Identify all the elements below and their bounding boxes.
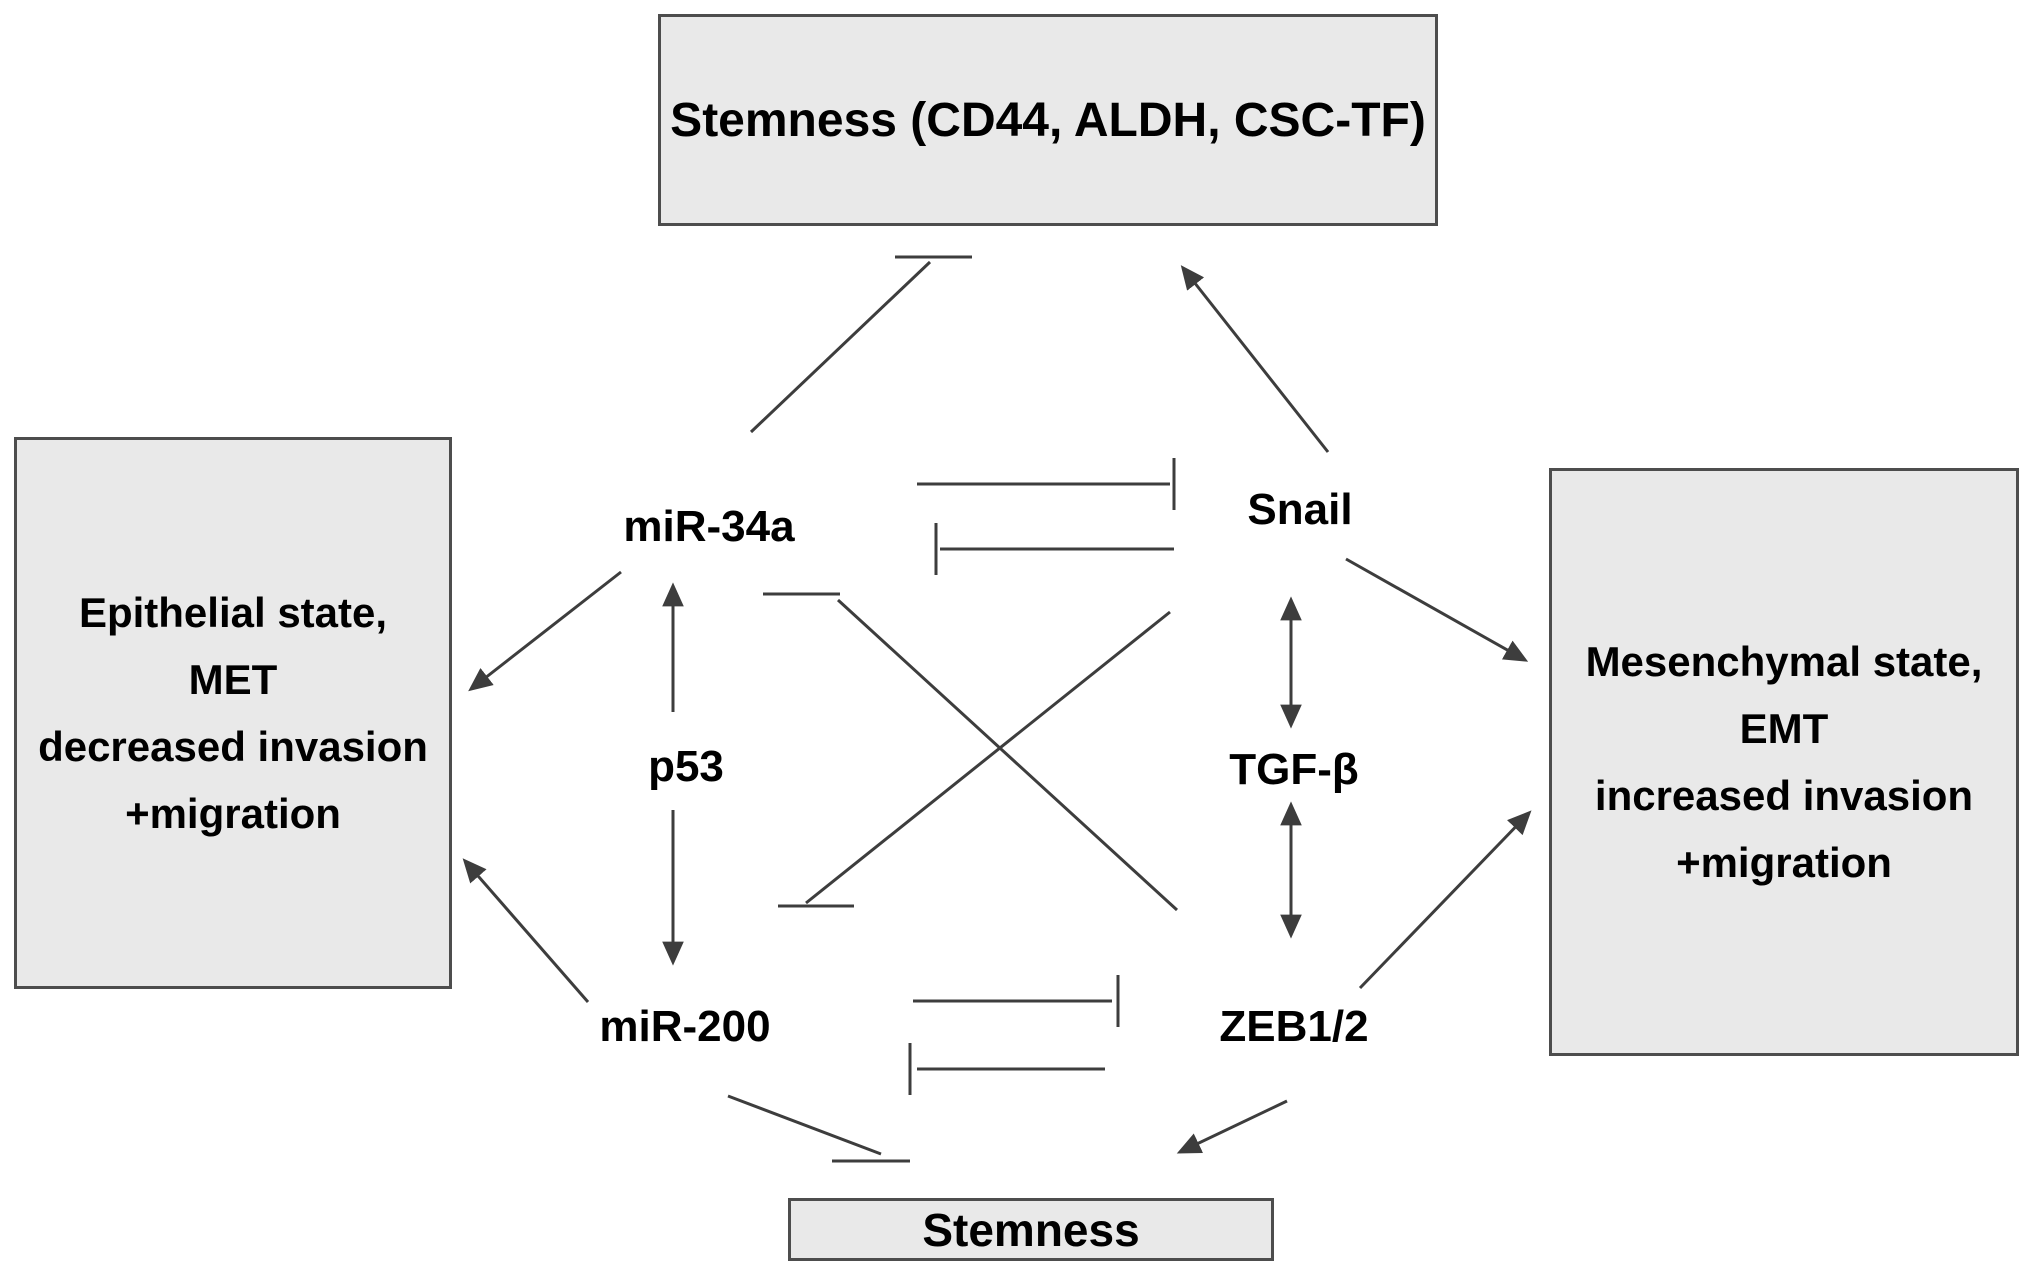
stemness-top-label: Stemness (CD44, ALDH, CSC-TF)	[670, 93, 1426, 147]
edge-zeb-activates-mesenchymal-arrow	[1358, 810, 1532, 990]
node-zeb: ZEB1/2	[1219, 1002, 1369, 1051]
node-snail: Snail	[1247, 485, 1353, 534]
edge-zeb-inhibits-mir34a-line	[836, 598, 1179, 912]
stemness-bottom-box: Stemness	[788, 1198, 1274, 1261]
edge-mir34a-activates-epithelial-arrow	[468, 570, 622, 692]
mesenchymal-state-box: Mesenchymal state, EMT increased invasio…	[1549, 468, 2019, 1056]
mesenchymal-line-2: EMT	[1739, 704, 1829, 752]
edge-snail-activates-stemness-top-arrow	[1180, 265, 1330, 453]
epithelial-line-3: decreased invasion	[38, 723, 428, 770]
edge-mir34a-inhibits-stemness-top-line	[749, 260, 932, 434]
stemness-top-box: Stemness (CD44, ALDH, CSC-TF)	[658, 14, 1438, 226]
node-tgfb: TGF-β	[1229, 745, 1359, 794]
mesenchymal-line-1: Mesenchymal state,	[1585, 637, 1983, 685]
node-mir200: miR-200	[599, 1002, 771, 1051]
node-mir34a: miR-34a	[623, 502, 795, 551]
edge-zeb-activates-stemness-bottom-arrow	[1176, 1099, 1288, 1154]
edge-snail-activates-mesenchymal-arrow	[1345, 557, 1529, 662]
epithelial-line-1: Epithelial state,	[78, 588, 388, 636]
mesenchymal-line-4: +migration	[1676, 839, 1892, 887]
epithelial-line-2: MET	[188, 655, 278, 703]
edge-snail-inhibits-mir200-line	[805, 610, 1171, 905]
edge-mir200-activates-epithelial-arrow	[462, 858, 590, 1003]
mesenchymal-line-3: increased invasion	[1594, 772, 1974, 819]
stemness-bottom-label: Stemness	[922, 1203, 1140, 1256]
edge-mir200-inhibits-stemness-bottom-line	[727, 1094, 882, 1156]
node-p53: p53	[648, 742, 724, 791]
epithelial-state-box: Epithelial state, MET decreased invasion…	[14, 437, 452, 989]
epithelial-line-4: +migration	[125, 790, 341, 838]
